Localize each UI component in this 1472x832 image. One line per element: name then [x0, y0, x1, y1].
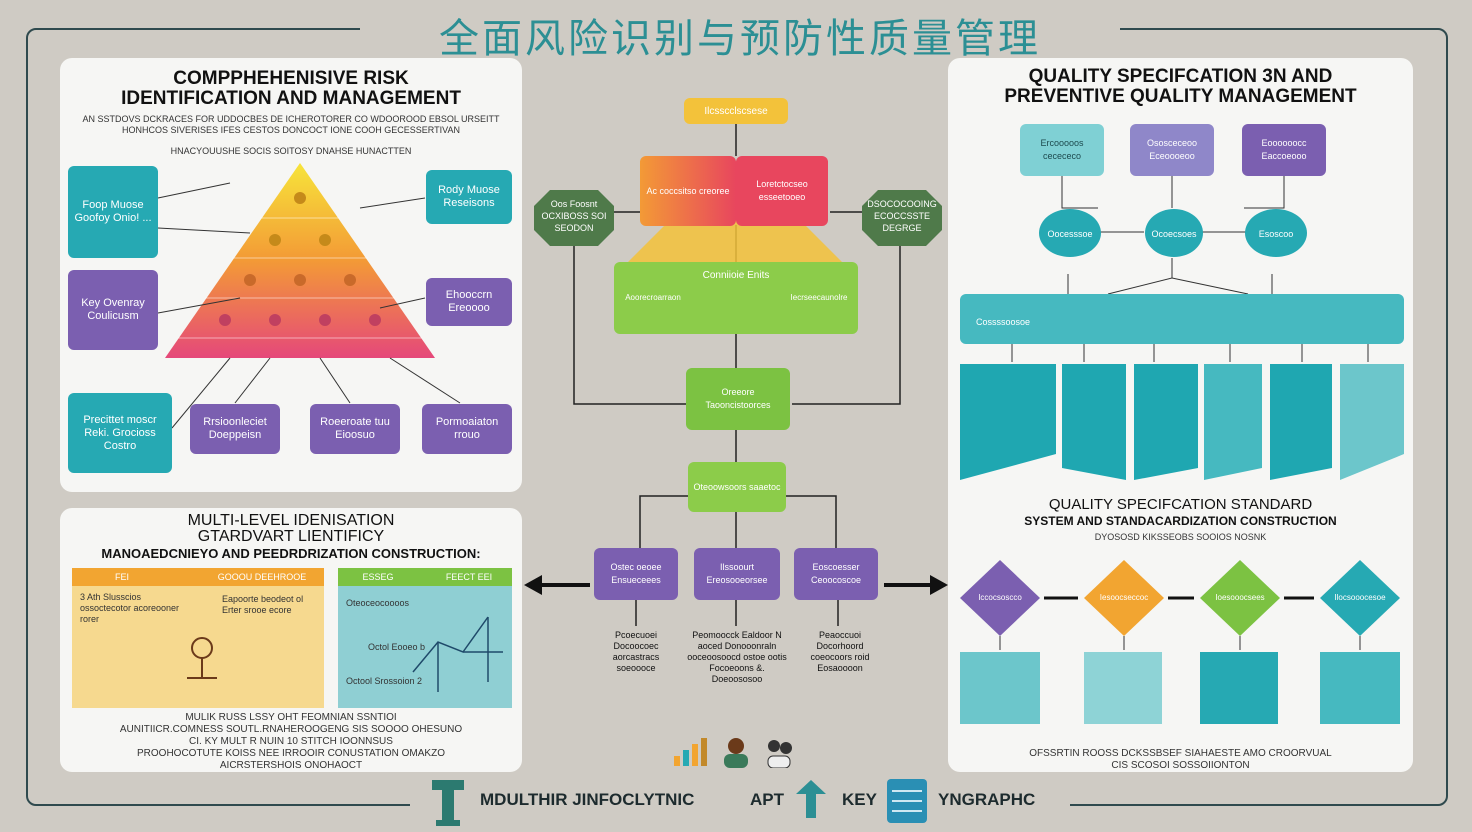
person-icon: [724, 738, 748, 768]
quality-oval-3: [1245, 209, 1307, 257]
risk-box-bottom-left: Precittet moscr Reki. Grocioss Costro: [68, 393, 172, 473]
std-footer-1: MULIK RUSS LSSY OHT FEOMNIAN SSNTIOI: [185, 712, 397, 723]
orange-figure-icon: [187, 637, 217, 679]
risk-panel-title-2: IDENTIFICATION AND MANAGEMENT: [121, 88, 461, 109]
orange-header-b: GOOOU DEEHROOE: [217, 572, 307, 582]
side-octagon-left-text: Oos Foosnt OCXIBOSS SOI SEODON: [541, 199, 607, 233]
quality-card-3: Eoooooocc Eaccoeooo: [1242, 124, 1326, 176]
quality-std-note: DYOSOSD KIKSSEOBS SOOIOS NOSNK: [1094, 532, 1267, 542]
footer-text-d: YNGRAPHC: [938, 790, 1036, 809]
risk-panel: COMPPHEHENISIVE RISK IDENTIFICATION AND …: [60, 58, 522, 492]
orange-table: FEI GOOOU DEEHROOE 3 Ath Slusscios ossoc…: [72, 568, 324, 708]
risk-box-mid-right: Ehooccrn Ereoooo: [426, 278, 512, 326]
quality-oval-2: [1145, 209, 1203, 257]
std-panel-title-1: MULTI-LEVEL IDENISATION: [187, 512, 395, 529]
quality-std-title: QUALITY SPECIFCATION STANDARD: [1048, 496, 1313, 513]
footer-text-a: MDULTHIR JINFOCLYTNIC: [480, 790, 695, 809]
quality-card-2: Ososceceoo Eceoooeoo: [1130, 124, 1214, 176]
risk-connectors: [157, 182, 461, 429]
risk-box-top-right: Rody Muose Reseisons: [426, 170, 512, 224]
center-purple-2: Ilssoourt Ereosooeorsee: [694, 548, 780, 600]
center-green-block: [614, 262, 858, 334]
teal-table: ESSEG FEECT EEI Oteoceocoooos Octol Eooe…: [338, 568, 512, 708]
center-red-right: Loretctocseo esseetooeo: [736, 156, 828, 226]
center-green-small: Oteoowsoors saaetoc: [688, 462, 786, 512]
std-footer-5: AICRSTERSHOIS ONOHAOCT: [219, 760, 363, 771]
footer-lamp-icon: [432, 780, 464, 826]
center-note-3: Peaoccuoi Docorhoord coeocoors roid Eosa…: [810, 630, 870, 673]
quality-panel: QUALITY SPECIFCATION 3N AND PREVENTIVE Q…: [948, 58, 1413, 772]
diamond-1-text: Iccocsoscco: [978, 593, 1022, 602]
quality-bar: [960, 294, 1404, 344]
standardization-panel: MULTI-LEVEL IDENISATION GTARDVART LIENTI…: [60, 508, 522, 772]
orange-text-a: 3 Ath Slusscios ossoctecotor acoreooner …: [80, 592, 180, 624]
center-green-main: Conniioie Enits: [702, 270, 770, 281]
quality-bar-label: Cossssoosoe: [975, 317, 1031, 327]
center-purple-3: Eoscoesser Ceoocoscoe: [794, 548, 878, 600]
risk-pyramid: [165, 163, 435, 358]
center-green-mid: Oreeore Taooncistoorces: [686, 368, 790, 430]
risk-box-mid-left: Key Ovenray Coulicusm: [68, 270, 158, 350]
risk-panel-subtitle-1: AN SSTDOVS DCKRACES FOR UDDOCBES DE ICHE…: [82, 114, 500, 124]
risk-box-bottom-2: Roeeroate tuu Eioosuo: [310, 404, 400, 454]
quality-oval-1-text: Oocesssoe: [1047, 229, 1093, 239]
center-red-left: Ac coccsitso creoree: [640, 156, 736, 226]
std-footer-2: AUNITIICR.COMNESS SOUTL.RNAHEROOGENG SIS…: [119, 724, 463, 735]
orange-header: [72, 568, 324, 586]
quality-oval-3-text: Esoscoo: [1258, 229, 1294, 239]
bar-chart-icon: [674, 738, 707, 766]
quality-bar-columns: [960, 344, 1404, 480]
footer-server-icon: [887, 779, 927, 823]
side-octagon-right: [862, 190, 942, 246]
main-title: 全面风险识别与预防性质量管理: [360, 6, 1120, 64]
quality-std-subtitle: SYSTEM AND STANDACARDIZATION CONSTRUCTIO…: [1024, 514, 1337, 528]
teal-header: [338, 568, 512, 586]
center-note-2: Peomoocck Ealdoor N aoced Donooonraln oo…: [687, 630, 787, 684]
risk-panel-subtitle-2: HONHCOS SIVERISES IFES CESTOS DONCOCT IO…: [122, 125, 460, 135]
std-panel-title-3: MANOAEDCNIEYO AND PEEDRDRIZATION CONSTRU…: [101, 546, 481, 561]
risk-box-top-left: Foop Muose Goofoy Onio! ...: [68, 166, 158, 258]
diamond-2-text: Iesoocseccoc: [1099, 593, 1149, 602]
center-purple-1: Ostec oeoee Ensueceees: [594, 548, 678, 600]
std-footer-4: PROOHOCOTUTE KOISS NEE IRROOIR CONUSTATI…: [137, 748, 445, 759]
teal-header-a: ESSEG: [362, 572, 394, 582]
quality-panel-title-2: PREVENTIVE QUALITY MANAGEMENT: [1004, 86, 1357, 107]
center-green-right: Iecrseecaunolre: [790, 293, 848, 302]
footer-text-b: APT: [750, 790, 784, 809]
orange-header-a: FEI: [114, 572, 129, 582]
risk-box-bottom-1: Rrsioonleciet Doeppeisn: [190, 404, 280, 454]
team-icon: [767, 740, 792, 768]
quality-card-1: Ercooooos cecececo: [1020, 124, 1104, 176]
pyramid-label: HNACYOUUSHE SOCIS SOITOSY DNAHSE HUNACTT…: [170, 146, 412, 156]
side-octagon-right-text: DSOCOCOOING ECOCCSSTE DEGRGE: [867, 199, 937, 233]
risk-panel-title-1: COMPPHEHENISIVE RISK: [173, 68, 409, 89]
orange-text-b: Eapoorte beodeot ol Erter srooe ecore: [222, 594, 304, 615]
quality-panel-title-1: QUALITY SPECIFCATION 3N AND: [1028, 66, 1333, 87]
quality-footer-1: OFSSRTIN ROOSS DCKSSBSEF SIAHAESTE AMO C…: [1029, 748, 1332, 759]
std-panel-title-2: GTARDVART LIENTIFICY: [197, 528, 385, 545]
footer-text-c: KEY: [842, 790, 877, 809]
diamond-4-text: Ilocsooocesoe: [1334, 593, 1386, 602]
quality-diamonds: [960, 560, 1400, 724]
footer-arrow-icon: [796, 780, 826, 818]
std-footer-3: CI. KY MULT R NUIN 10 STITCH IOONNSUS: [189, 736, 393, 747]
teal-sketch: [412, 616, 503, 692]
risk-box-bottom-3: Pormoaiaton rrouo: [422, 404, 512, 454]
center-green-left: Aoorecroarraon: [625, 293, 681, 302]
footer-bg: [410, 776, 1070, 828]
quality-oval-1: [1039, 209, 1101, 257]
quality-oval-2-text: Ocoecsoes: [1151, 229, 1197, 239]
teal-text-b: Octol Eooeo b: [368, 642, 426, 652]
teal-text-a: Oteoceocoooos: [346, 598, 410, 608]
center-note-1: Pcoecuoei Docoocoec aorcastracs soeoooce: [612, 630, 660, 673]
quality-footer-2: CIS SCOSOI SOSSOIIONTON: [1111, 760, 1250, 771]
center-top-box: Ilcsscclscsese: [684, 98, 788, 124]
diamond-3-text: Ioesooocsees: [1215, 593, 1265, 602]
side-octagon-left: [534, 190, 614, 246]
teal-header-b: FEECT EEI: [445, 572, 493, 582]
quality-connectors: [1061, 176, 1285, 295]
teal-text-c: Octool Srossoion 2: [346, 676, 423, 686]
